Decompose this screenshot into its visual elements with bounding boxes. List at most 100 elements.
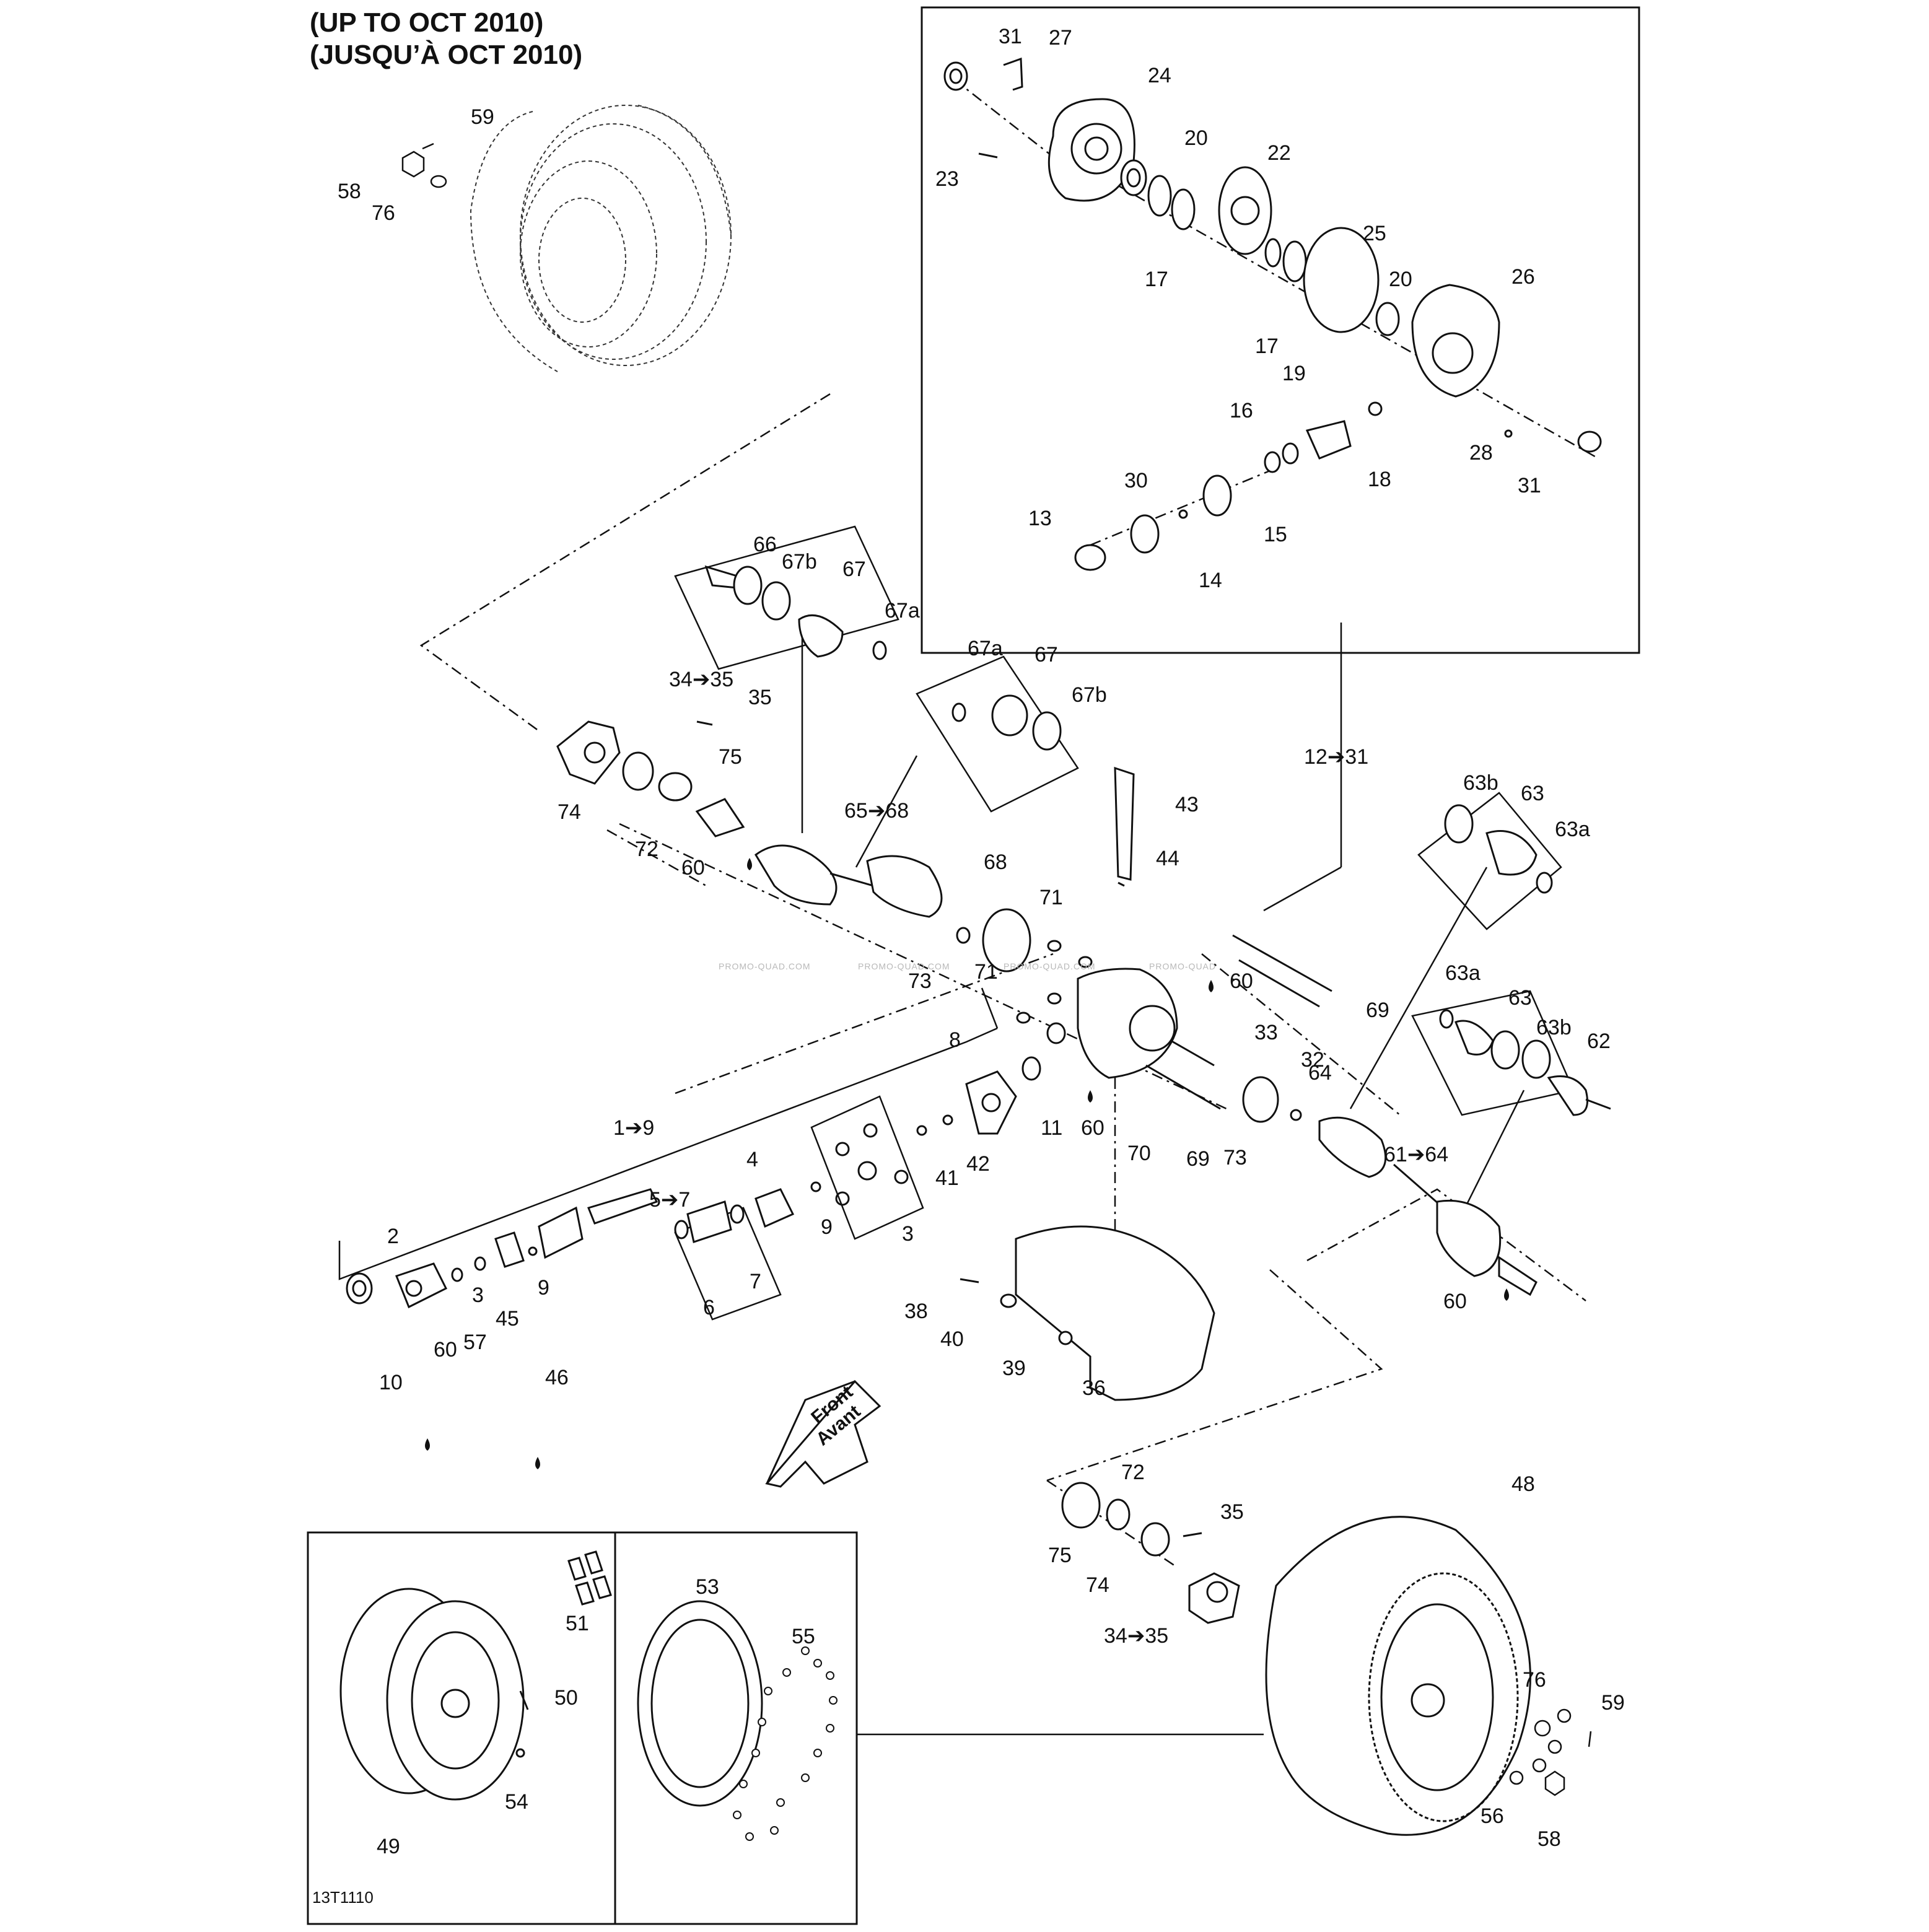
callout: 68	[984, 850, 1007, 874]
callout: 9	[821, 1215, 833, 1239]
dashed-assembly-lines	[419, 79, 1599, 1568]
callout: 61➔64	[1384, 1143, 1448, 1166]
skid-plate	[960, 1225, 1215, 1401]
rear-wheel-lower	[1265, 1516, 1531, 1836]
left-drive-shaft	[556, 565, 1062, 973]
rear-differential-housing	[1016, 766, 1332, 1123]
lower-wheel-nuts	[1509, 1708, 1592, 1796]
callout: 11	[1041, 1116, 1062, 1140]
callout: 76	[1523, 1668, 1546, 1692]
differential-inset-frame	[921, 6, 1640, 654]
callout: 63a	[1445, 961, 1481, 985]
callout: 40	[940, 1327, 964, 1351]
callout: 59	[471, 105, 494, 129]
callout: 67a	[885, 599, 920, 623]
callout: 24	[1148, 64, 1171, 87]
callout: 25	[1363, 222, 1386, 245]
callout: 1➔9	[613, 1116, 654, 1140]
callout: 57	[463, 1331, 487, 1354]
callout: 76	[372, 201, 395, 225]
oil-drop-icon	[425, 1438, 430, 1451]
callout: 63a	[1555, 818, 1590, 841]
callout: 69	[1366, 999, 1389, 1022]
callout: 72	[1121, 1461, 1145, 1484]
oil-drop-icon	[1088, 1090, 1093, 1103]
callout: 10	[379, 1371, 403, 1394]
callout: 36	[1082, 1376, 1106, 1400]
rear-wheel-upper	[470, 105, 732, 372]
callout: 73	[1223, 1146, 1247, 1169]
callout: 67b	[1072, 683, 1107, 707]
upper-wheel-nut	[401, 142, 447, 188]
propeller-shaft	[346, 1056, 1041, 1309]
callout: 38	[904, 1300, 928, 1323]
rim-bolts	[733, 1646, 838, 1841]
callout: 15	[1264, 523, 1287, 546]
callout: 30	[1124, 469, 1148, 492]
callout: 20	[1389, 268, 1412, 291]
callout: 60	[1443, 1290, 1467, 1313]
callout: 28	[1469, 441, 1493, 465]
callout: 69	[1186, 1147, 1210, 1171]
callout: 18	[1368, 468, 1391, 491]
callout: 60	[1230, 969, 1253, 993]
callout: 60	[681, 856, 705, 880]
callout: 26	[1511, 265, 1535, 289]
callout: 56	[1481, 1804, 1504, 1828]
callout: 48	[1511, 1472, 1535, 1496]
callout: 43	[1175, 793, 1199, 816]
callout: 59	[1601, 1691, 1625, 1715]
watermark: PROMO-QUAD.COM	[1004, 961, 1096, 971]
callout: 73	[908, 969, 932, 993]
callout: 9	[538, 1276, 549, 1300]
callout: 54	[505, 1790, 528, 1814]
callout: 44	[1156, 847, 1179, 870]
bracket-lines	[338, 525, 1575, 1736]
callout: 39	[1002, 1357, 1026, 1380]
callout: 2	[387, 1225, 399, 1248]
callout: 74	[558, 800, 581, 824]
callout: 3	[902, 1222, 914, 1246]
front-direction-arrow: Front Avant	[765, 1379, 881, 1488]
callout: 8	[949, 1028, 961, 1052]
callout: 20	[1184, 126, 1208, 150]
callout: 23	[935, 167, 959, 191]
callout: 63	[1508, 986, 1532, 1010]
oil-drop-icon	[1504, 1288, 1509, 1301]
callout: 33	[1254, 1021, 1278, 1044]
callout: 63b	[1536, 1016, 1572, 1039]
callout: 13	[1028, 507, 1052, 530]
callout: 3	[472, 1283, 484, 1307]
oil-drop-icon	[747, 858, 752, 870]
rim-detail	[339, 1550, 763, 1807]
oil-drop-icon	[535, 1457, 540, 1469]
callout: 70	[1127, 1142, 1151, 1165]
differential-parts	[943, 57, 1602, 571]
callout: 45	[496, 1307, 519, 1331]
callout: 17	[1145, 268, 1168, 291]
callout: 74	[1086, 1573, 1109, 1597]
callout: 58	[338, 180, 361, 203]
watermark: PROMO-QUAD	[1149, 961, 1216, 971]
callout: 7	[750, 1270, 761, 1293]
oil-drop-icon	[1209, 980, 1214, 992]
wheel-detail-frame	[307, 1531, 858, 1925]
callout: 65➔68	[844, 799, 909, 823]
callout: 41	[935, 1166, 959, 1190]
callout: 67	[842, 557, 866, 581]
callout: 58	[1538, 1827, 1561, 1851]
callout: 27	[1049, 26, 1072, 50]
watermark: PROMO-QUAD.COM	[858, 961, 950, 971]
callout: 71	[1039, 886, 1063, 909]
callout: 16	[1230, 399, 1253, 422]
callout: 4	[746, 1148, 758, 1171]
watermark: PROMO-QUAD.COM	[719, 961, 811, 971]
callout: 32	[1301, 1048, 1324, 1072]
callout: 64	[1308, 1061, 1332, 1085]
callout: 63b	[1463, 771, 1498, 795]
callout: 34➔35	[669, 668, 733, 691]
callout: 12➔31	[1304, 745, 1368, 769]
callout: 75	[1048, 1544, 1072, 1567]
callout: 42	[966, 1152, 990, 1176]
callout: 14	[1199, 569, 1222, 592]
